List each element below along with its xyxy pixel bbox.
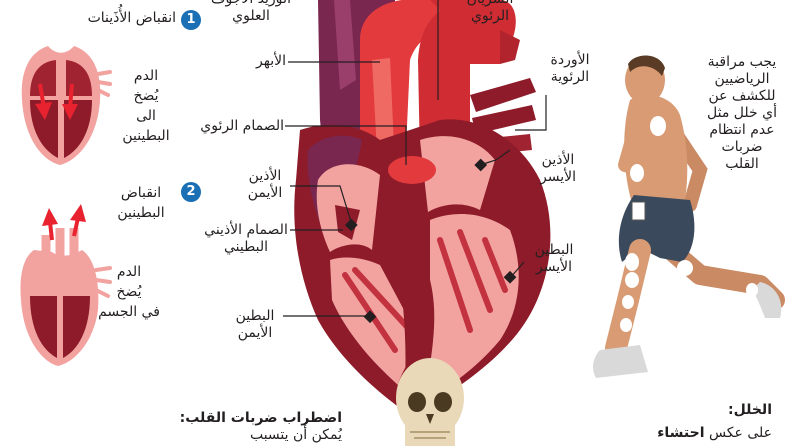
label-av-valve: الصمام الأذيني البطيني xyxy=(204,222,288,255)
label-pulmonary-valve: الصمام الرئوي xyxy=(200,118,284,134)
step-2-label: انقباض البطينين xyxy=(117,185,165,221)
label-right-ventricle: البطين الأيمن xyxy=(235,308,275,341)
step-1-label: انقباض الأُذَينات xyxy=(87,10,176,26)
step-1-badge: 1 xyxy=(181,10,201,30)
skull-icon xyxy=(396,358,464,446)
ventricle-contraction-heart xyxy=(20,228,112,366)
defect-caption: الخلل: على عكس احتشاء xyxy=(657,402,772,441)
label-pulmonary-artery: الشريان الرئوي xyxy=(467,0,514,24)
atria-contraction-heart xyxy=(21,46,112,165)
runner-note: يجب مراقبة الرياضيين للكشف عن أي خلل مثل… xyxy=(707,54,777,172)
step-1-flow: الدم يُضخ الى البطينين xyxy=(122,68,170,144)
label-aorta: الأبهر xyxy=(256,53,286,69)
label-superior-vena-cava: الوريد الأجوف العلوي xyxy=(211,0,291,24)
label-left-atrium: الأذين الأيسر xyxy=(540,152,576,185)
label-left-ventricle: البطين الأيسر xyxy=(534,242,574,275)
down-arrow-icon xyxy=(35,83,78,120)
up-arrow-icon xyxy=(42,204,86,241)
label-pulmonary-veins: الأوردة الرئوية xyxy=(550,52,590,85)
heart-cross-section xyxy=(294,0,551,416)
label-right-atrium: الأذين الأيمن xyxy=(247,168,283,201)
sensor-pad-icon xyxy=(620,116,758,332)
step-2-badge: 2 xyxy=(181,182,201,202)
arrhythmia-caption: اضطراب ضربات القلب: يُمكن أن يتسبب xyxy=(179,410,342,443)
leader-lines xyxy=(283,0,547,317)
step-2-flow: الدم يُضخ في الجسم xyxy=(98,264,160,320)
